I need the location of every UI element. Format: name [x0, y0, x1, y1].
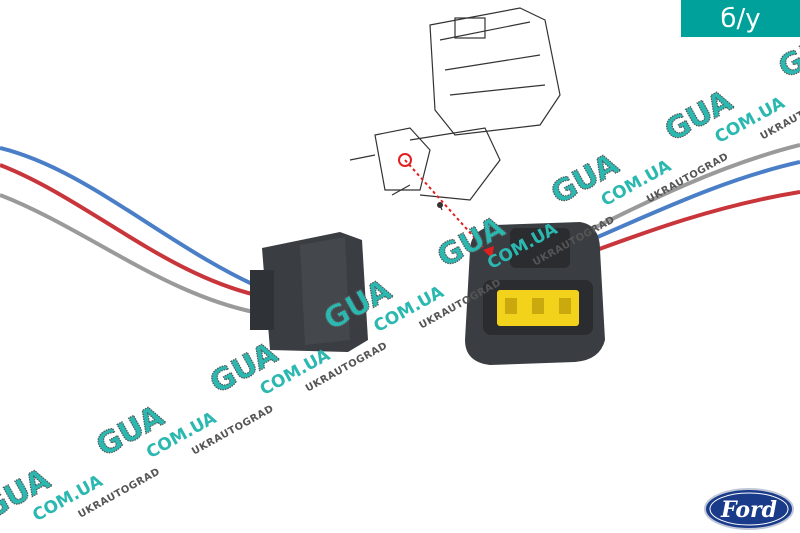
condition-badge: б/у	[681, 0, 800, 37]
left-wires	[0, 146, 271, 317]
right-wires	[569, 143, 800, 260]
svg-text:Ford: Ford	[720, 497, 777, 523]
engine-diagram	[349, 7, 561, 211]
right-connector	[465, 222, 605, 365]
left-connector	[250, 232, 368, 352]
ford-logo: Ford	[704, 488, 794, 530]
pointer-line	[404, 159, 491, 256]
